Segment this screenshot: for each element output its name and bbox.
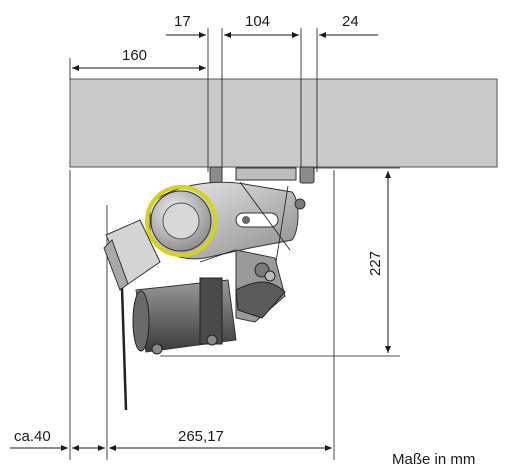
dim-ca40: ca.40 <box>14 428 51 445</box>
door-operator-mechanism <box>103 166 315 411</box>
bolt-nut-left <box>209 166 223 184</box>
units-note: Maße in mm <box>392 451 475 468</box>
dim-104: 104 <box>245 13 270 30</box>
pivot-ring <box>145 185 217 257</box>
dim-17: 17 <box>174 13 191 30</box>
dim-227: 227 <box>367 251 384 276</box>
bolt-nut-right <box>299 166 315 184</box>
dimension-row-bottom: ca.40 265,17 <box>10 428 332 451</box>
dim-160: 160 <box>122 47 147 64</box>
hanging-rod <box>120 287 128 411</box>
dim-265-17: 265,17 <box>178 428 224 445</box>
dim-24: 24 <box>342 13 359 30</box>
bolt-extension-lines <box>207 28 318 172</box>
dimension-227: 227 <box>160 167 400 357</box>
mounting-beam <box>69 78 498 168</box>
dimension-160: 160 <box>69 47 206 79</box>
dimension-row-top: 17 104 24 <box>166 13 378 38</box>
